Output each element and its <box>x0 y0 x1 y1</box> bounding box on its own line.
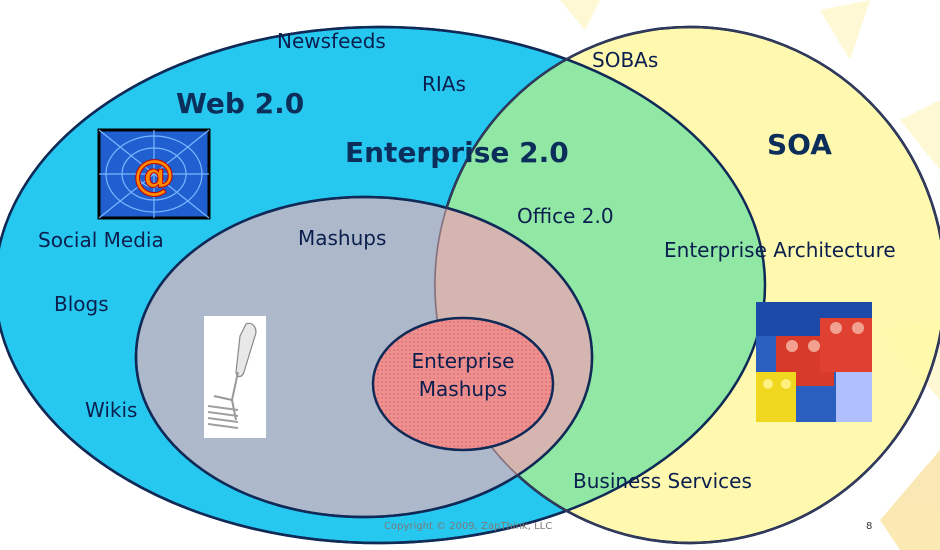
mashups-label: Mashups <box>298 226 387 250</box>
building-blocks-icon <box>756 302 872 422</box>
enterprise-mashups-line2: Mashups <box>418 377 508 401</box>
enterprise-mashups-label: Enterprise Mashups <box>378 347 548 403</box>
enterprise20-title: Enterprise 2.0 <box>345 136 569 169</box>
enterprise-architecture-label: Enterprise Architecture <box>664 238 896 262</box>
sobas-label: SOBAs <box>592 48 659 72</box>
blogs-label: Blogs <box>54 292 109 316</box>
potato-masher-icon <box>204 316 266 438</box>
at-sign-web-icon: @ <box>97 128 211 220</box>
social-media-label: Social Media <box>38 228 164 252</box>
office20-label: Office 2.0 <box>517 204 614 228</box>
web20-title: Web 2.0 <box>176 87 305 120</box>
soa-title: SOA <box>767 128 832 161</box>
svg-text:@: @ <box>133 150 175 199</box>
enterprise-mashups-line1: Enterprise <box>411 349 515 373</box>
page-number: 8 <box>866 521 873 532</box>
business-services-label: Business Services <box>573 469 752 493</box>
copyright-text: Copyright © 2009, ZapThink, LLC <box>384 521 553 532</box>
newsfeeds-label: Newsfeeds <box>277 29 386 53</box>
enterprise-mashups-circle <box>371 316 555 452</box>
rias-label: RIAs <box>422 72 466 96</box>
wikis-label: Wikis <box>85 398 138 422</box>
